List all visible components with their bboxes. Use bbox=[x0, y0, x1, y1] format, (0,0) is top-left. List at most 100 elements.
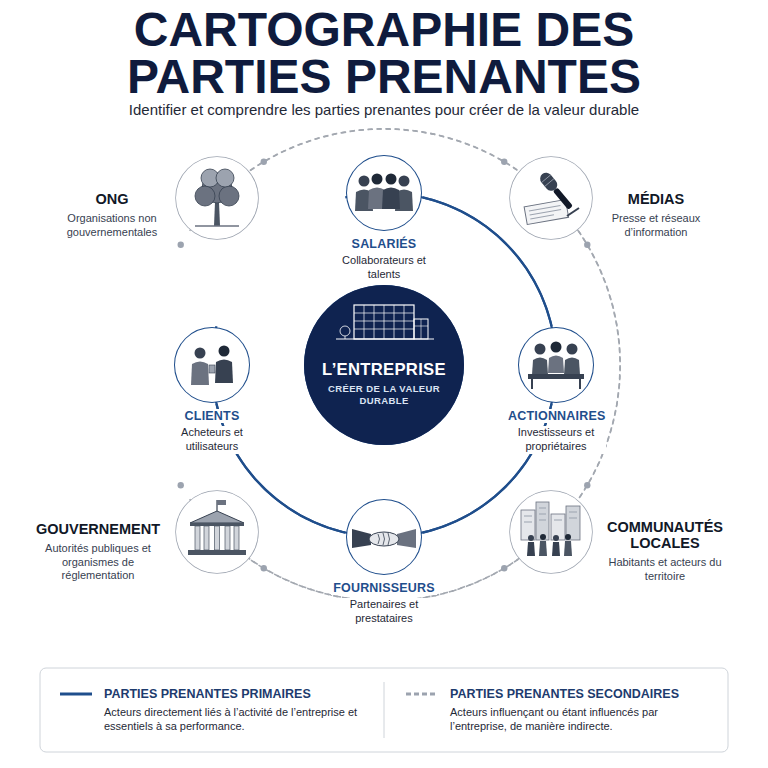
legend-solid-line bbox=[60, 693, 92, 696]
microphone-icon bbox=[567, 208, 579, 216]
meeting-icon bbox=[519, 328, 593, 402]
node-circle bbox=[510, 157, 592, 239]
node-description: Autorités publiques et organismes de rég… bbox=[28, 542, 168, 583]
building-drawing bbox=[414, 319, 428, 339]
team-icon bbox=[347, 156, 421, 230]
team-icon bbox=[399, 176, 410, 187]
city-icon bbox=[552, 542, 560, 556]
city-icon bbox=[539, 541, 547, 556]
node-heading: L’ENTREPRISE bbox=[322, 361, 446, 379]
government-icon bbox=[204, 526, 209, 550]
meeting-icon bbox=[535, 344, 546, 355]
building-drawing bbox=[364, 305, 404, 339]
handshake-icon bbox=[352, 529, 371, 548]
node-circle bbox=[347, 500, 421, 574]
node-label: FOURNISSEURSPartenaires et prestataires bbox=[329, 581, 439, 626]
government-icon bbox=[234, 526, 239, 550]
ring-dot bbox=[261, 565, 267, 571]
node-label: ACTIONNAIRESInvestisseurs et propriétair… bbox=[506, 409, 606, 454]
node-label: GOUVERNEMENT Autorités publiques et organ… bbox=[28, 522, 168, 583]
node-description: Collaborateurs et talents bbox=[334, 254, 434, 282]
handshake-icon bbox=[397, 529, 416, 548]
tree-icon bbox=[176, 157, 258, 239]
tree-icon bbox=[195, 225, 239, 227]
tree-icon bbox=[214, 202, 220, 226]
node-label: L’ENTREPRISE CRÉER DE LA VALEUR DURABLE bbox=[322, 361, 446, 407]
node-description: Organisations non gouvernementales bbox=[56, 212, 168, 240]
node-heading: GOUVERNEMENT bbox=[34, 522, 162, 538]
building-drawing bbox=[354, 305, 414, 339]
node-description: CRÉER DE LA VALEUR DURABLE bbox=[322, 383, 446, 407]
tree-icon bbox=[219, 186, 239, 206]
government-icon bbox=[217, 500, 226, 505]
city-icon bbox=[524, 508, 577, 522]
meeting-icon bbox=[528, 374, 584, 379]
team-icon bbox=[359, 176, 370, 187]
team-icon bbox=[372, 174, 383, 185]
clients-icon bbox=[175, 328, 249, 402]
microphone-icon bbox=[538, 170, 575, 211]
handshake-icon bbox=[347, 500, 421, 574]
team-icon bbox=[347, 156, 421, 230]
microphone-icon bbox=[553, 187, 573, 209]
node-circle bbox=[519, 328, 593, 402]
meeting-icon bbox=[519, 328, 593, 402]
legend-description: Acteurs directement liés à l’activité de… bbox=[104, 705, 366, 734]
node-label: ONG Organisations non gouvernementales bbox=[56, 192, 168, 239]
handshake-icon bbox=[369, 532, 399, 546]
microphone-icon bbox=[524, 200, 568, 225]
node-heading: SALARIÉS bbox=[350, 237, 419, 251]
node-label: CLIENTS Acheteurs et utilisateurs bbox=[162, 409, 262, 454]
node-description: Presse et réseaux d’information bbox=[600, 212, 712, 240]
node-description: Acheteurs et utilisateurs bbox=[162, 426, 262, 454]
node-label: COMMUNAUTÉS LOCALESHabitants et acteurs … bbox=[600, 520, 730, 583]
legend-box bbox=[40, 668, 728, 752]
building-drawing bbox=[340, 326, 350, 336]
city-icon bbox=[566, 506, 580, 540]
legend-box bbox=[40, 668, 728, 752]
building-drawing bbox=[336, 305, 434, 339]
main-title: CARTOGRAPHIE DES PARTIES PRENANTES bbox=[64, 6, 704, 100]
city-icon bbox=[528, 535, 534, 541]
microphone-icon bbox=[510, 157, 592, 239]
ring-dot bbox=[178, 242, 184, 248]
node-circle bbox=[510, 491, 592, 573]
node-heading: CLIENTS bbox=[183, 409, 242, 423]
city-icon bbox=[521, 510, 535, 540]
ring-dot bbox=[584, 482, 590, 488]
meeting-icon bbox=[567, 344, 578, 355]
city-icon bbox=[564, 541, 572, 556]
city-icon bbox=[510, 491, 592, 573]
legend-box bbox=[384, 682, 385, 738]
city-icon bbox=[565, 534, 571, 540]
node-circle bbox=[176, 157, 258, 239]
node-circle bbox=[175, 328, 249, 402]
tree-icon bbox=[176, 157, 258, 239]
meeting-icon bbox=[532, 379, 580, 389]
node-description: Habitants et acteurs du territoire bbox=[600, 556, 730, 584]
team-icon bbox=[382, 188, 400, 210]
handshake-icon bbox=[347, 500, 421, 574]
ring-dot bbox=[178, 482, 184, 488]
tree-icon bbox=[195, 186, 215, 206]
node-heading: ONG bbox=[93, 192, 130, 208]
government-icon bbox=[176, 491, 258, 573]
clients-icon bbox=[209, 365, 215, 373]
ring-dot bbox=[501, 159, 507, 165]
government-icon bbox=[195, 526, 200, 550]
handshake-icon bbox=[378, 533, 390, 545]
government-icon bbox=[190, 523, 244, 526]
government-icon bbox=[188, 550, 246, 555]
legend-heading: PARTIES PRENANTES SECONDAIRES bbox=[450, 687, 720, 701]
node-label: SALARIÉS Collaborateurs et talents bbox=[334, 237, 434, 282]
legend-dashed-line bbox=[406, 693, 438, 696]
node-heading: MÉDIAS bbox=[626, 192, 686, 208]
government-icon bbox=[225, 526, 230, 550]
clients-icon bbox=[215, 360, 233, 384]
node-heading: FOURNISSEURS bbox=[331, 581, 437, 595]
title-block: CARTOGRAPHIE DES PARTIES PRENANTES bbox=[0, 6, 768, 100]
microphone-icon bbox=[542, 175, 554, 187]
city-icon bbox=[540, 534, 546, 540]
primary-ring-arc bbox=[212, 193, 556, 537]
company-disk bbox=[304, 285, 464, 445]
